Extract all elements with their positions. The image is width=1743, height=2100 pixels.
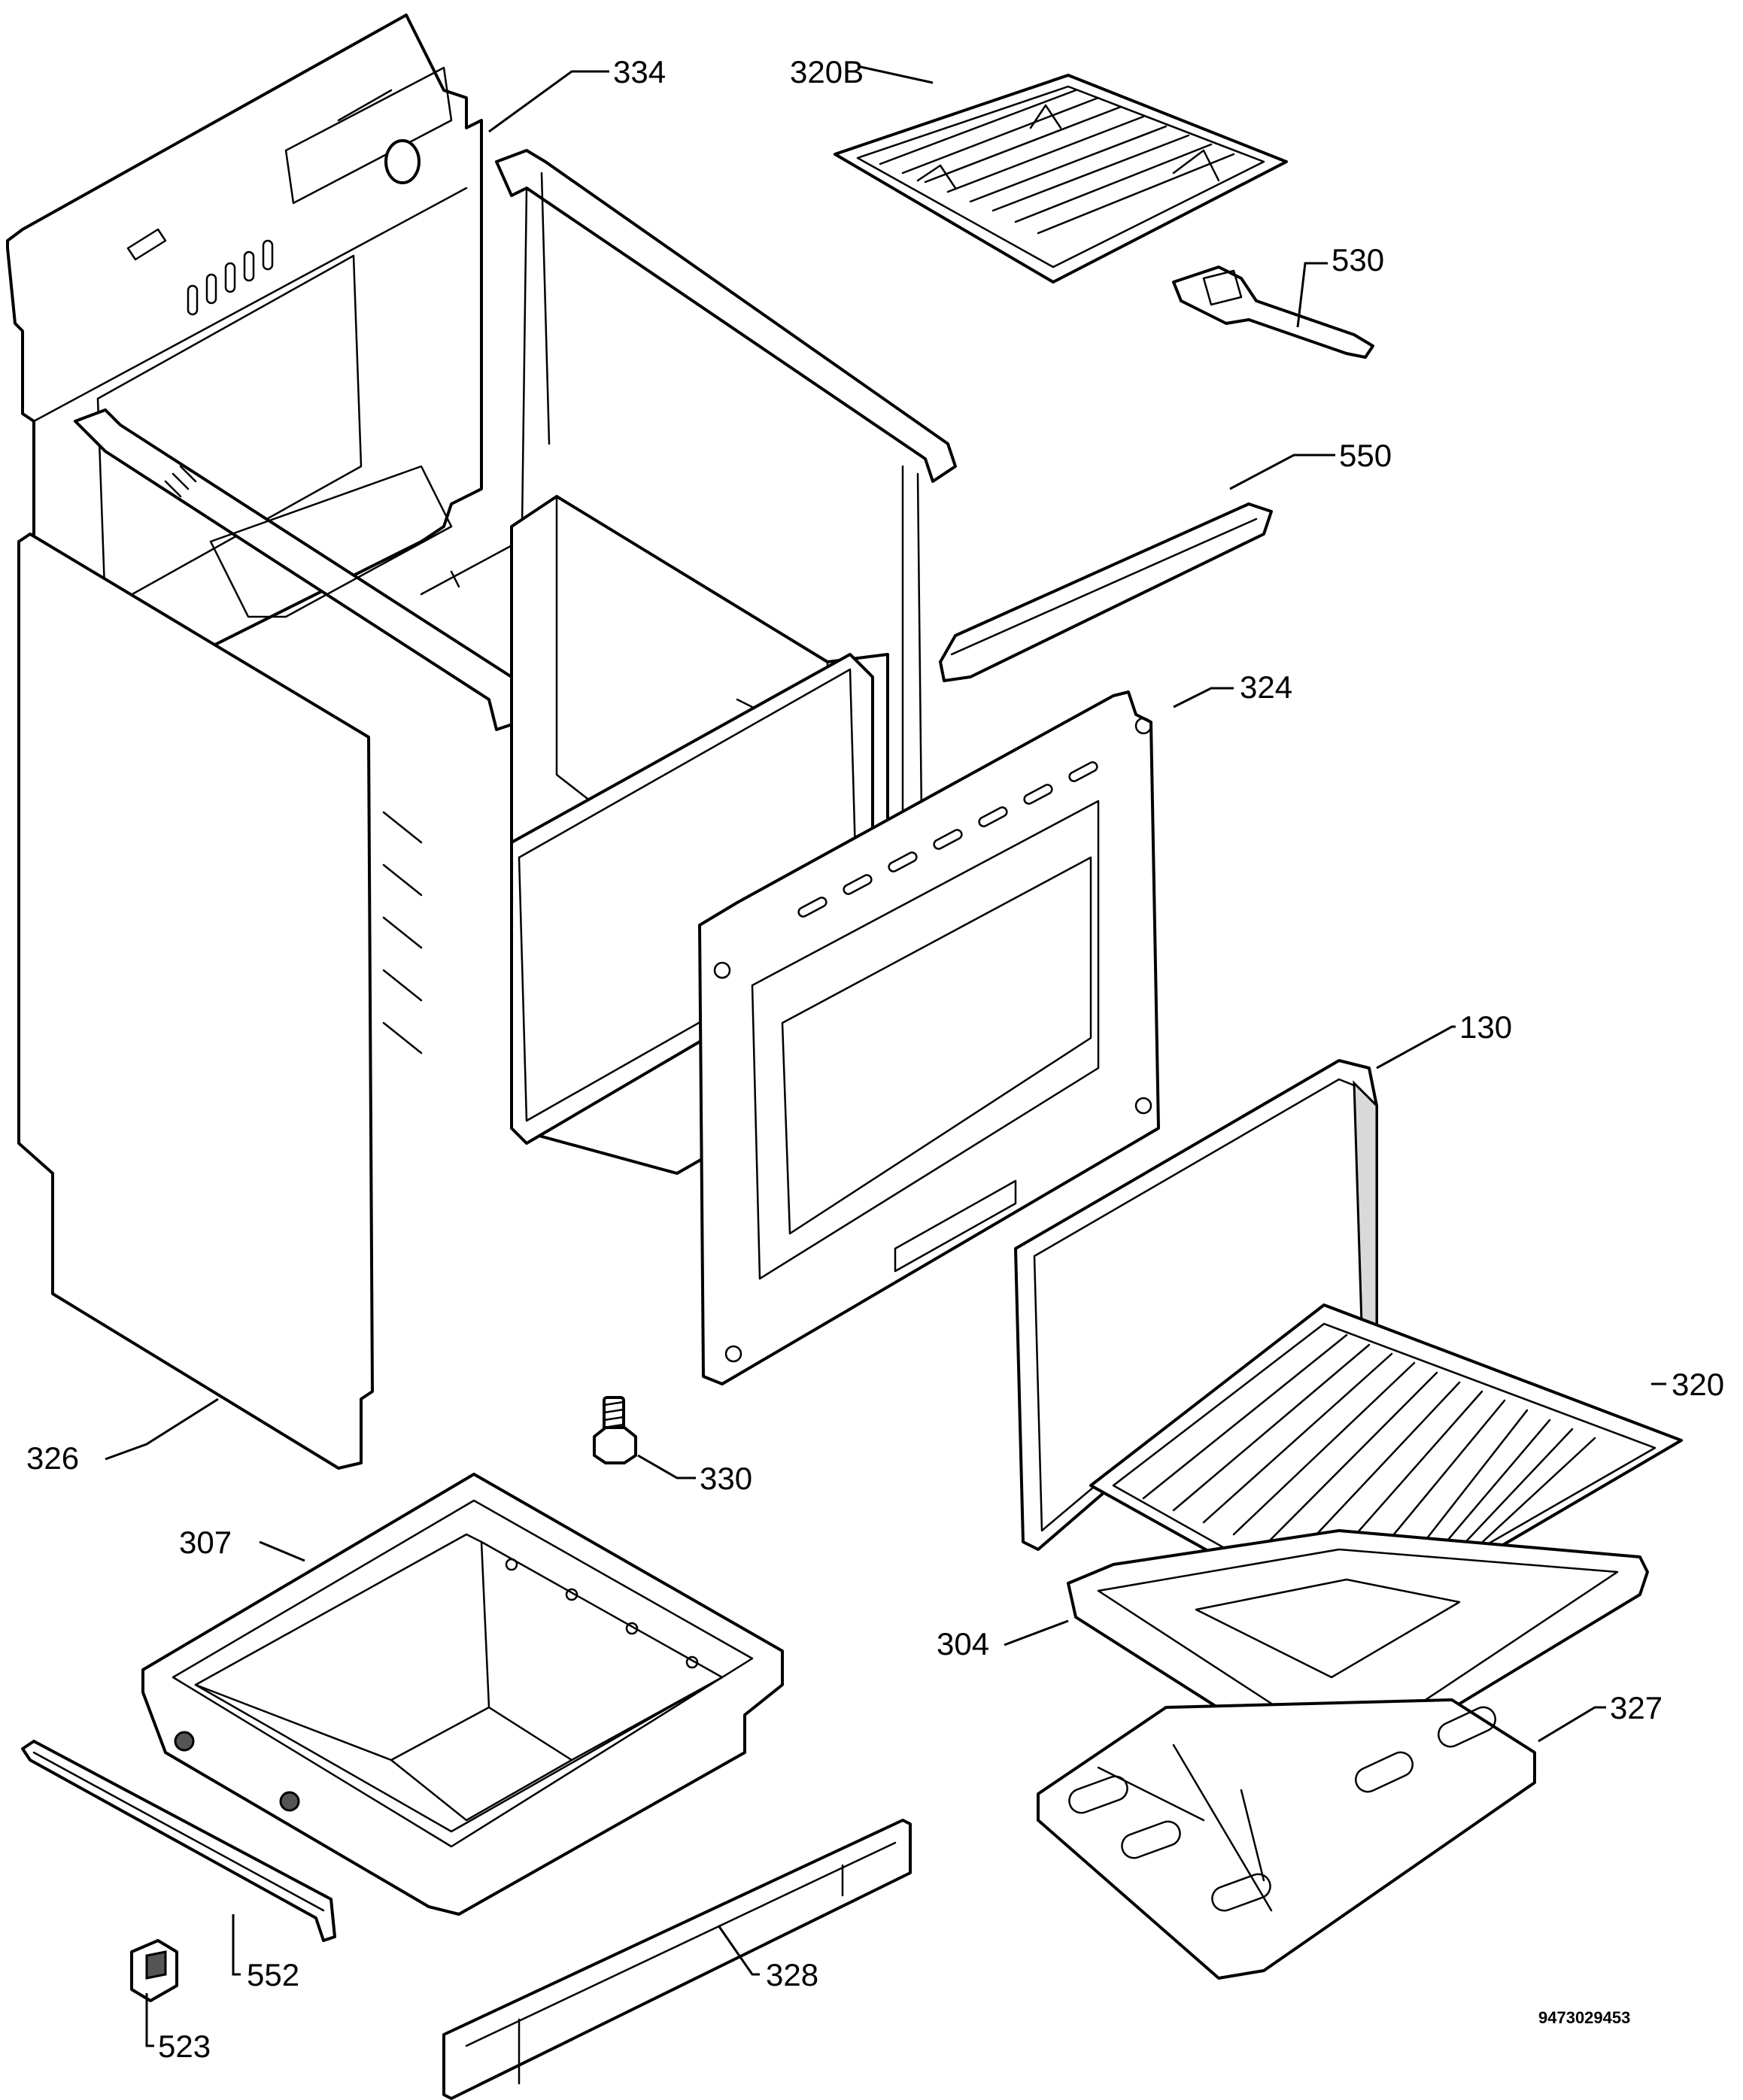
- part-552-drawer-slide: [21, 1740, 336, 1942]
- part-324-front-frame: [698, 690, 1160, 1385]
- part-330-screw: [593, 1396, 637, 1464]
- label-326: 326: [26, 1440, 79, 1476]
- part-328-drawer-front: [442, 1819, 912, 2100]
- diagram-id: 9473029453: [1538, 2008, 1630, 2027]
- label-320: 320: [1672, 1367, 1724, 1402]
- part-304-tray: [1067, 1529, 1649, 1777]
- label-328: 328: [766, 1957, 818, 1992]
- part-327-bottom-plate: [1037, 1698, 1536, 1980]
- part-550-rail: [939, 502, 1273, 682]
- label-130: 130: [1459, 1009, 1512, 1045]
- label-552: 552: [247, 1957, 299, 1992]
- label-304: 304: [937, 1626, 989, 1661]
- part-320b-grill-rack: [834, 74, 1288, 284]
- part-labels: 334 320B 530 550 324 130 320 326 330 307…: [26, 54, 1724, 2064]
- part-530-handle-clip: [1172, 266, 1374, 359]
- part-307-drawer: [141, 1473, 784, 1916]
- part-326-side-panel: [17, 533, 374, 1470]
- label-307: 307: [179, 1525, 232, 1560]
- part-334-back-wall: [6, 14, 483, 724]
- label-330: 330: [700, 1461, 752, 1496]
- label-320b: 320B: [790, 54, 864, 90]
- leader-lines: [105, 65, 1666, 2047]
- label-334: 334: [613, 54, 666, 90]
- part-523-clip: [130, 1939, 178, 2002]
- label-324: 324: [1240, 669, 1292, 705]
- label-550: 550: [1339, 438, 1392, 473]
- label-523: 523: [158, 2029, 211, 2064]
- label-327: 327: [1610, 1690, 1663, 1725]
- label-530: 530: [1332, 242, 1384, 278]
